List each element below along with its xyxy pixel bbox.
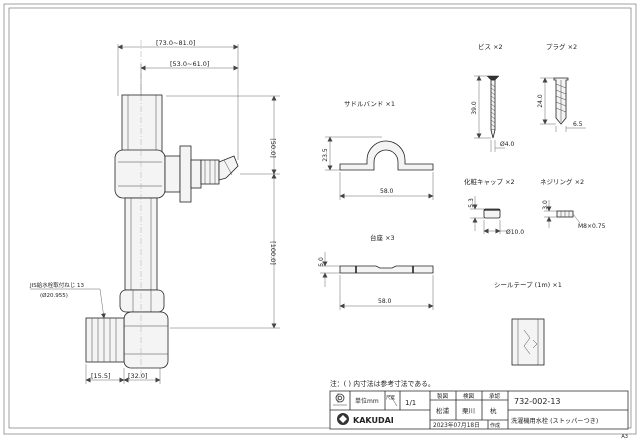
sheet-size: A3 (621, 434, 628, 440)
cap-diameter: Ø10.0 (506, 229, 524, 236)
date-suffix: 作成 (490, 422, 500, 429)
screw-ring-label: ネジリング ×2 (540, 177, 584, 186)
dim-top-height: [50.0] (269, 138, 277, 158)
screw-diameter: Ø4.0 (500, 141, 514, 148)
dim-bottom-right: [32.0] (128, 372, 148, 380)
jis-sub-label: (Ø20.955) (40, 292, 68, 299)
saddle-band-width: 58.0 (380, 188, 394, 195)
cap-label: 化粧キャップ ×2 (464, 177, 515, 186)
saddle-band-height: 23.5 (322, 148, 329, 162)
screw-label: ビス ×2 (478, 42, 503, 51)
scale-label: 尺度 (386, 394, 395, 401)
product-name: 洗濯機用水栓 (ストッパーつき) (511, 417, 598, 425)
col-check: 検図 (463, 392, 475, 400)
base-width: 58.0 (378, 298, 392, 305)
plug-label: プラグ ×2 (546, 42, 577, 51)
screw-ring-thread: M8×0.75 (578, 223, 606, 230)
faucet-drawing (85, 40, 239, 380)
screw-length: 39.0 (471, 101, 478, 115)
title-block (329, 390, 629, 430)
name-design: 松浦 (436, 406, 450, 415)
cap-height: 5.3 (468, 198, 475, 208)
unit-label: 単位mm (355, 397, 379, 405)
cap-drawing (470, 196, 508, 234)
plug-length: 24.0 (537, 94, 544, 108)
part-number: 732-002-13 (514, 397, 561, 406)
main-dimensions (30, 44, 280, 384)
screw-drawing (474, 75, 505, 152)
dim-bottom-left: [15.5] (91, 372, 111, 380)
sheet-inner-border (8, 7, 632, 429)
note-text: 注：( ) 内寸法は参考寸法である。 (330, 379, 435, 388)
dim-inner-range: [53.0~61.0] (170, 60, 209, 68)
base-label: 台座 ×3 (370, 233, 395, 242)
base-height: 5.0 (318, 257, 325, 267)
screw-ring-drawing (544, 200, 581, 228)
base-drawing (320, 252, 434, 310)
name-approve: 杭 (490, 406, 497, 415)
name-check: 栗川 (462, 407, 475, 415)
dim-width-range: [73.0~81.0] (156, 39, 195, 47)
seal-tape-drawing (511, 318, 545, 366)
scale-value: 1/1 (405, 399, 416, 407)
sheet-border (3, 3, 637, 435)
saddle-band-drawing (325, 136, 434, 200)
plug-diameter: 6.5 (573, 121, 583, 128)
dim-main-height: [100.0] (269, 241, 277, 265)
screw-ring-height: 3.0 (542, 200, 549, 210)
col-design: 製図 (437, 392, 449, 400)
creation-date: 2023年07月18日 (433, 421, 480, 429)
jis-label: JIS給水栓取付ねじ 13 (29, 281, 84, 289)
plug-drawing (540, 77, 586, 132)
logo-text: KAKUDAI (353, 416, 394, 425)
col-approve: 承認 (489, 392, 501, 400)
saddle-band-label: サドルバンド ×1 (344, 100, 395, 108)
seal-tape-label: シールテープ (1m) ×1 (494, 281, 562, 289)
